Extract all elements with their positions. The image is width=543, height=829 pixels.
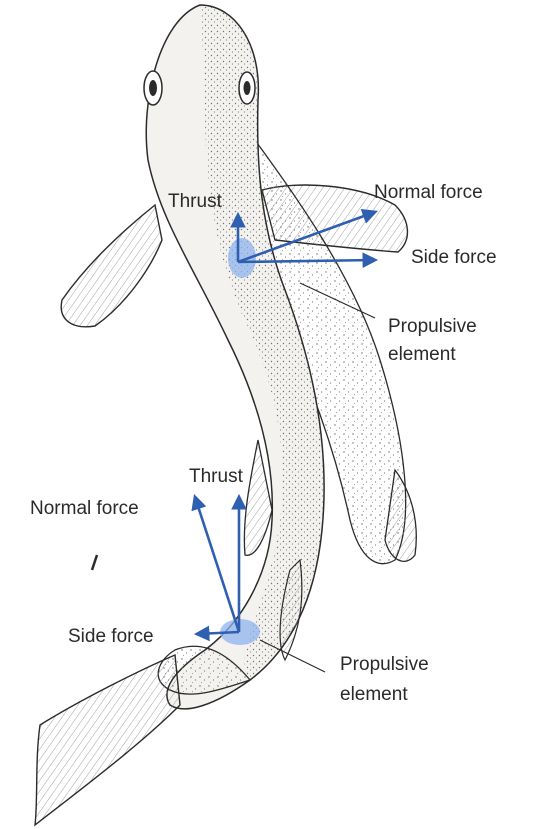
top-thrust-label: Thrust (168, 191, 223, 212)
caudal-fin (35, 655, 180, 825)
top-propulsive-label-line2: element (388, 344, 456, 365)
bottom-propulsive-label-line2: element (340, 684, 408, 705)
left-pectoral-fin (61, 205, 162, 327)
bottom-propulsive-label-line1: Propulsive (340, 654, 429, 675)
right-eye (239, 72, 255, 104)
stray-mark (92, 555, 97, 570)
bottom-thrust-label: Thrust (189, 466, 244, 487)
top-normal-force-label: Normal force (374, 182, 483, 203)
bottom-normal-force-arrow (195, 497, 239, 632)
bottom-normal-force-label: Normal force (30, 498, 139, 519)
bottom-side-force-label: Side force (68, 626, 154, 647)
left-eye (144, 71, 162, 105)
top-side-force-label: Side force (411, 247, 497, 268)
top-propulsive-label-line1: Propulsive (388, 316, 477, 337)
